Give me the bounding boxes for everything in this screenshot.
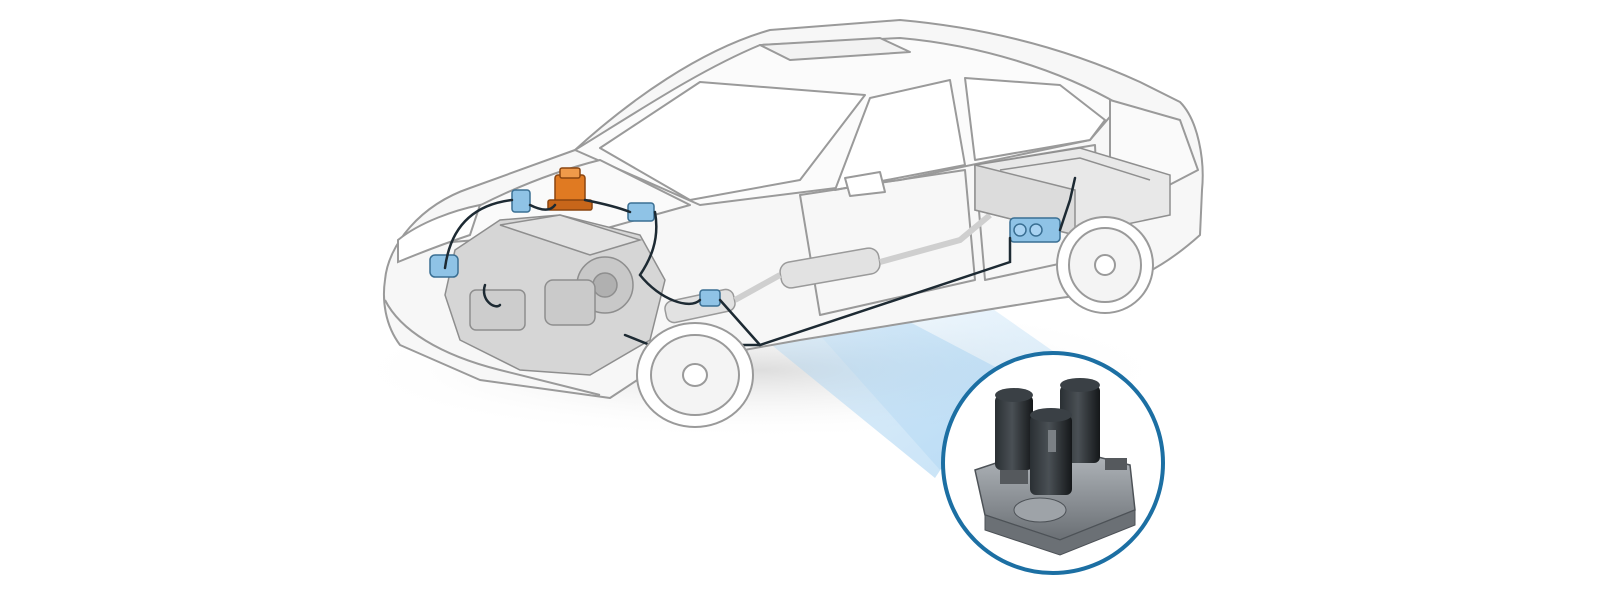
blue-sensors [429, 189, 721, 307]
engine [444, 214, 666, 376]
solenoid-left [995, 395, 1033, 470]
front-wheel [636, 322, 754, 428]
canister [1009, 217, 1061, 243]
solenoid-front [1030, 415, 1072, 495]
highlighted-valve [547, 167, 593, 211]
rear-wheel [1056, 216, 1154, 314]
callout-solenoid-valve [941, 351, 1165, 575]
headlight [397, 203, 482, 264]
